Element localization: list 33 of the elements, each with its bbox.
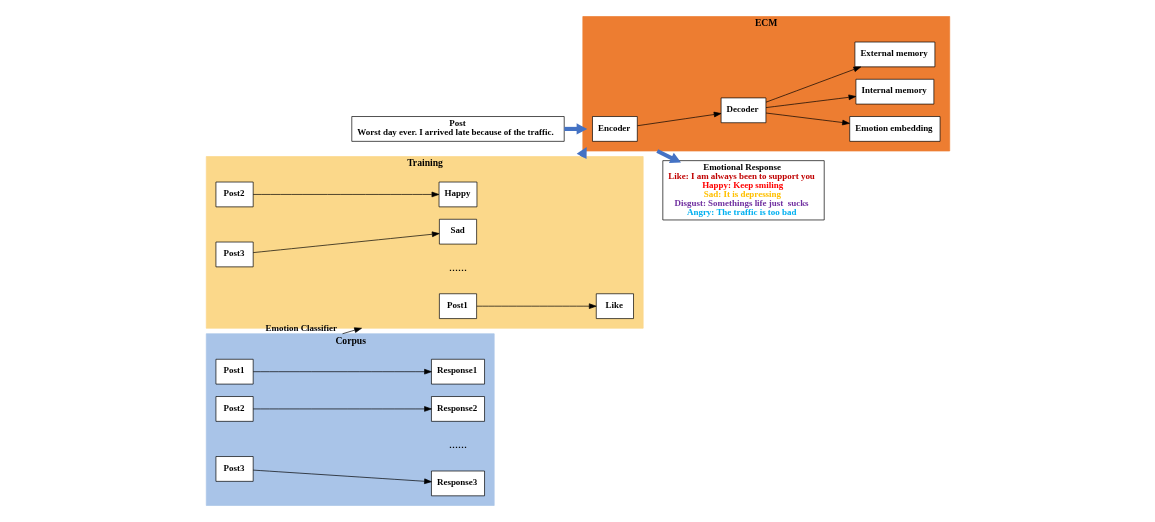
arrow bbox=[765, 94, 856, 108]
arrow bbox=[636, 111, 721, 127]
node-box: Happy bbox=[438, 181, 477, 208]
node-box: Emotion embedding bbox=[848, 116, 940, 142]
arrow bbox=[252, 231, 439, 253]
node-box: Post2 bbox=[215, 181, 253, 208]
label: …… bbox=[448, 262, 467, 273]
node-box: Post3 bbox=[215, 456, 253, 482]
node-box: Post Worst day ever. I arrived late because of the traffic. bbox=[350, 116, 565, 142]
arrow bbox=[765, 112, 850, 126]
node-box: Internal memory bbox=[855, 78, 934, 105]
node-box: Like bbox=[595, 293, 634, 319]
node-box: Encoder bbox=[591, 116, 638, 142]
node-box: Post1 bbox=[438, 293, 477, 319]
arrow bbox=[476, 303, 597, 309]
arrow bbox=[563, 123, 587, 135]
node-box: Post3 bbox=[215, 241, 253, 268]
node-box: Post1 bbox=[215, 358, 253, 385]
arrow bbox=[252, 469, 432, 485]
arrow bbox=[252, 368, 432, 375]
node-box: Response3 bbox=[430, 470, 485, 497]
node-box: Decoder bbox=[720, 97, 766, 124]
node-box: Emotional Response Like: I am always been to support you Happy: Keep smiling Sad: It is depressing Disgust: Somethings life just sucks Angry: The traffic is too bad bbox=[662, 160, 825, 221]
arrow bbox=[252, 406, 432, 412]
node-box: Response1 bbox=[430, 358, 485, 385]
node-box: Response2 bbox=[430, 396, 485, 422]
arrow bbox=[252, 191, 439, 198]
node-box: Post2 bbox=[215, 396, 253, 422]
arrow bbox=[765, 66, 861, 103]
label: …… bbox=[448, 439, 467, 450]
arrow bbox=[341, 327, 362, 335]
node-box: External memory bbox=[854, 41, 935, 68]
node-box: Sad bbox=[438, 218, 477, 245]
